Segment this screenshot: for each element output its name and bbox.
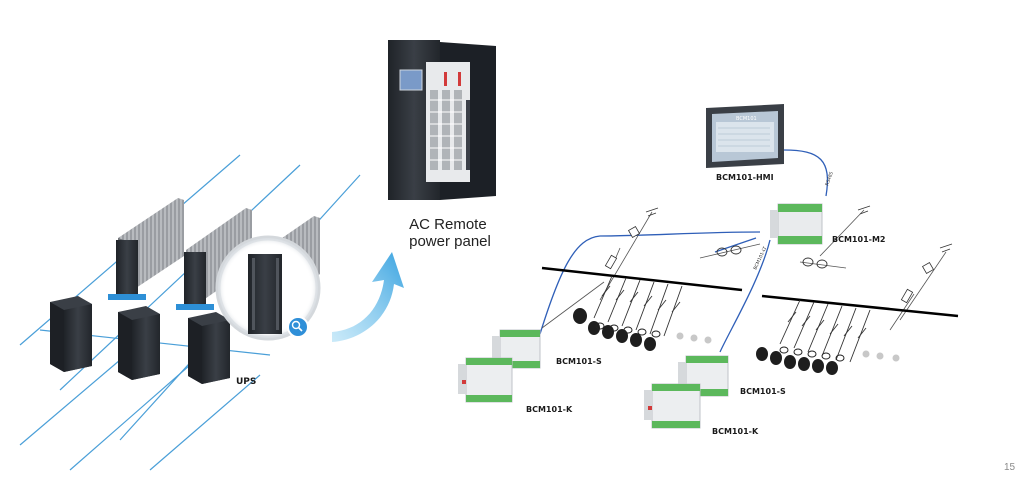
feeder-wiring bbox=[541, 209, 947, 331]
placeholder-dots-right bbox=[862, 350, 900, 362]
panel-title-line2: power panel bbox=[409, 233, 491, 250]
busbar-left bbox=[541, 266, 743, 292]
rack-row-back-1 bbox=[108, 198, 184, 300]
panel-title: AC Remote power panel bbox=[409, 216, 491, 250]
ac-remote-power-panel bbox=[388, 40, 496, 200]
s-left-label: BCM101-S bbox=[556, 357, 602, 366]
k-right-label: BCM101-K bbox=[712, 427, 759, 436]
page-number: 15 bbox=[1004, 462, 1016, 473]
cabinet-ups bbox=[188, 312, 230, 384]
s-right-label: BCM101-S bbox=[740, 387, 786, 396]
ct-sensor-icon bbox=[573, 308, 656, 351]
magnifier-lens bbox=[215, 235, 321, 341]
bcm101-k-left-module bbox=[458, 357, 513, 403]
rs485-bus-links bbox=[539, 149, 829, 353]
bcm101-s-left-module bbox=[492, 329, 541, 369]
curved-arrow-icon bbox=[332, 252, 404, 342]
ct-sensor-top-right bbox=[779, 346, 845, 362]
bcm101-m2-module bbox=[770, 203, 823, 245]
ground-symbols bbox=[645, 205, 953, 253]
hmi-screen-brand: BCM101 bbox=[736, 116, 757, 122]
busbar-right bbox=[761, 294, 959, 318]
link-ct-coils bbox=[716, 245, 828, 269]
right-feeders bbox=[779, 299, 871, 363]
m2-label: BCM101-M2 bbox=[832, 235, 885, 244]
rack-row-back-2 bbox=[176, 208, 252, 310]
hmi-label: BCM101-HMI bbox=[716, 173, 774, 182]
cabinet-front-1 bbox=[50, 296, 92, 372]
bcm101-s-right-module bbox=[678, 355, 729, 397]
cabinet-front-2 bbox=[118, 306, 160, 380]
ups-label: UPS bbox=[236, 377, 256, 387]
incoming-breakers bbox=[604, 225, 935, 304]
hmi-display: BCM101 bbox=[706, 104, 784, 168]
bcm101-k-right-module bbox=[644, 383, 701, 429]
placeholder-dots-left bbox=[676, 332, 712, 344]
panel-title-line1: AC Remote bbox=[409, 216, 487, 233]
left-feeders bbox=[593, 275, 683, 337]
rs485-label: RS485 bbox=[824, 171, 835, 187]
magnifier-icon[interactable] bbox=[287, 316, 309, 338]
k-left-label: BCM101-K bbox=[526, 405, 573, 414]
ct-sensor-right bbox=[756, 347, 838, 375]
ct-sensor-top-left bbox=[595, 322, 661, 338]
